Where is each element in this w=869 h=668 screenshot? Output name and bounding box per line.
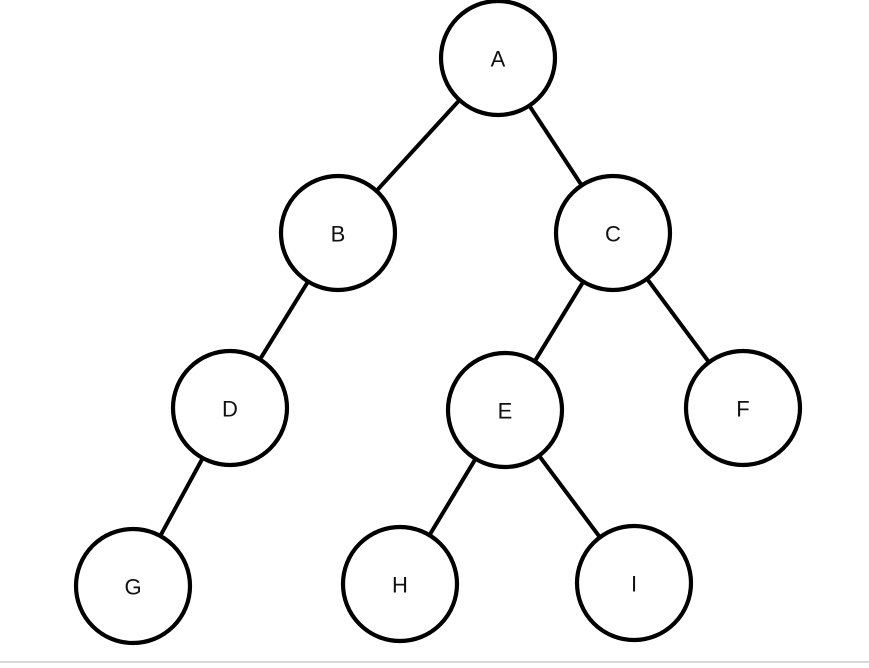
- tree-node-c[interactable]: C: [553, 173, 673, 293]
- tree-node-label-e: E: [498, 399, 513, 424]
- tree-node-label-a: A: [491, 47, 506, 72]
- tree-edge-a-c: [527, 103, 584, 188]
- tree-node-b[interactable]: B: [278, 173, 398, 293]
- tree-node-label-c: C: [605, 222, 621, 247]
- tree-edge-c-e: [532, 279, 586, 364]
- tree-edge-b-d: [257, 279, 311, 362]
- tree-node-circle-a[interactable]: [438, 0, 558, 118]
- tree-node-label-b: B: [331, 222, 346, 247]
- edge-layer: [158, 97, 712, 540]
- node-layer: A B C D E F G H I: [73, 0, 803, 646]
- tree-node-a[interactable]: A: [438, 0, 558, 118]
- tree-node-circle-f[interactable]: [683, 348, 803, 468]
- tree-node-circle-e[interactable]: [445, 350, 565, 470]
- tree-node-label-i: I: [631, 572, 637, 597]
- tree-edge-a-b: [374, 97, 462, 194]
- tree-edge-e-h: [427, 456, 478, 538]
- tree-node-e[interactable]: E: [445, 350, 565, 470]
- tree-node-circle-g[interactable]: [73, 526, 193, 646]
- tree-node-i[interactable]: I: [574, 523, 694, 643]
- tree-edge-d-g: [158, 456, 205, 538]
- tree-node-circle-b[interactable]: [278, 173, 398, 293]
- tree-node-g[interactable]: G: [73, 526, 193, 646]
- tree-node-circle-d[interactable]: [170, 348, 290, 468]
- tree-node-circle-h[interactable]: [340, 524, 460, 644]
- tree-node-h[interactable]: H: [340, 524, 460, 644]
- tree-edge-c-f: [644, 276, 712, 365]
- tree-node-label-d: D: [222, 397, 238, 422]
- tree-node-d[interactable]: D: [170, 348, 290, 468]
- tree-node-circle-c[interactable]: [553, 173, 673, 293]
- tree-node-f[interactable]: F: [683, 348, 803, 468]
- tree-node-label-g: G: [124, 575, 141, 600]
- tree-node-label-h: H: [392, 573, 408, 598]
- tree-edge-e-i: [536, 453, 603, 540]
- tree-node-circle-i[interactable]: [574, 523, 694, 643]
- tree-node-label-f: F: [736, 397, 749, 422]
